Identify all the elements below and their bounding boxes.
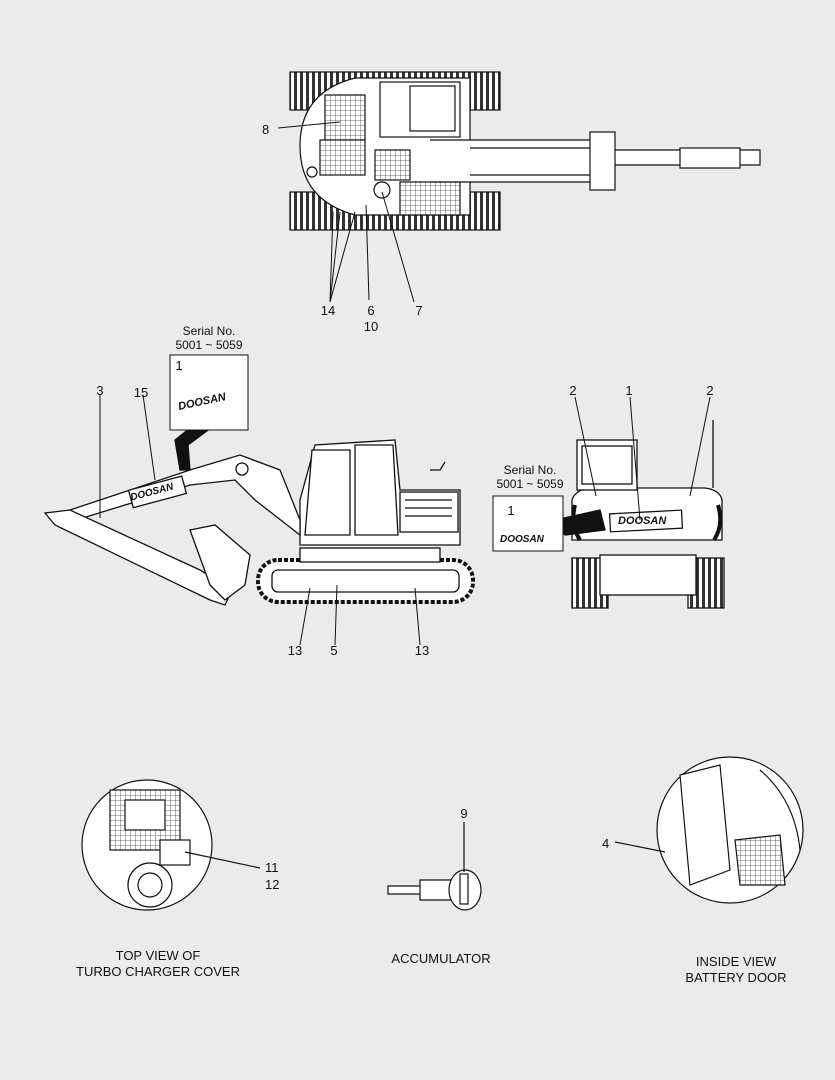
callout-1-rear-inset: 1 [507, 503, 515, 518]
battery-door-detail [614, 756, 804, 904]
callout-13-right: 13 [414, 643, 430, 658]
side-serial-inset [169, 354, 249, 431]
top-view-leaders [277, 121, 415, 303]
callout-10: 10 [363, 319, 379, 334]
callout-8: 8 [262, 122, 270, 137]
caption-turbo-line1: TOP VIEW OF [115, 948, 201, 963]
rear-view-leaders [511, 396, 711, 533]
caption-accumulator: ACCUMULATOR [391, 951, 490, 967]
callout-12: 12 [265, 877, 280, 892]
caption-turbo-charger: TOP VIEW OF TURBO CHARGER COVER [76, 948, 240, 980]
caption-battery-line1: INSIDE VIEW [695, 954, 777, 969]
rear-serial-label: Serial No. 5001 ~ 5059 [496, 463, 563, 491]
rear-view-excavator [553, 420, 725, 609]
rear-serial-inset [492, 495, 564, 552]
callout-2-left: 2 [569, 383, 577, 398]
side-serial-label: Serial No. 5001 ~ 5059 [175, 324, 242, 352]
callout-15: 15 [133, 385, 149, 400]
accumulator-detail [387, 822, 482, 911]
callout-4: 4 [602, 836, 610, 851]
turbo-charger-detail [81, 779, 261, 911]
top-view-excavator [289, 71, 761, 231]
callout-1-rear: 1 [625, 383, 633, 398]
callout-7: 7 [415, 303, 423, 318]
side-serial-line2: 5001 ~ 5059 [175, 338, 243, 352]
callout-5: 5 [330, 643, 338, 658]
doosan-decal-rear: DOOSAN [618, 515, 667, 527]
callout-14: 14 [320, 303, 336, 318]
doosan-decal-rear-inset: DOOSAN [500, 534, 544, 545]
callout-13-left: 13 [287, 643, 303, 658]
side-serial-line1: Serial No. [182, 324, 236, 338]
rear-serial-line1: Serial No. [503, 463, 557, 477]
caption-battery-line2: BATTERY DOOR [685, 970, 787, 985]
caption-turbo-line2: TURBO CHARGER COVER [76, 964, 240, 979]
caption-accumulator-line1: ACCUMULATOR [391, 951, 491, 966]
side-view-excavator [43, 419, 475, 606]
callout-3: 3 [96, 383, 104, 398]
callout-1-side-inset: 1 [175, 358, 183, 373]
callout-2-right: 2 [706, 383, 714, 398]
caption-battery-door: INSIDE VIEW BATTERY DOOR [685, 954, 786, 986]
rear-serial-line2: 5001 ~ 5059 [496, 477, 564, 491]
callout-11: 11 [265, 860, 279, 875]
callout-9: 9 [460, 806, 468, 821]
callout-6: 6 [367, 303, 375, 318]
